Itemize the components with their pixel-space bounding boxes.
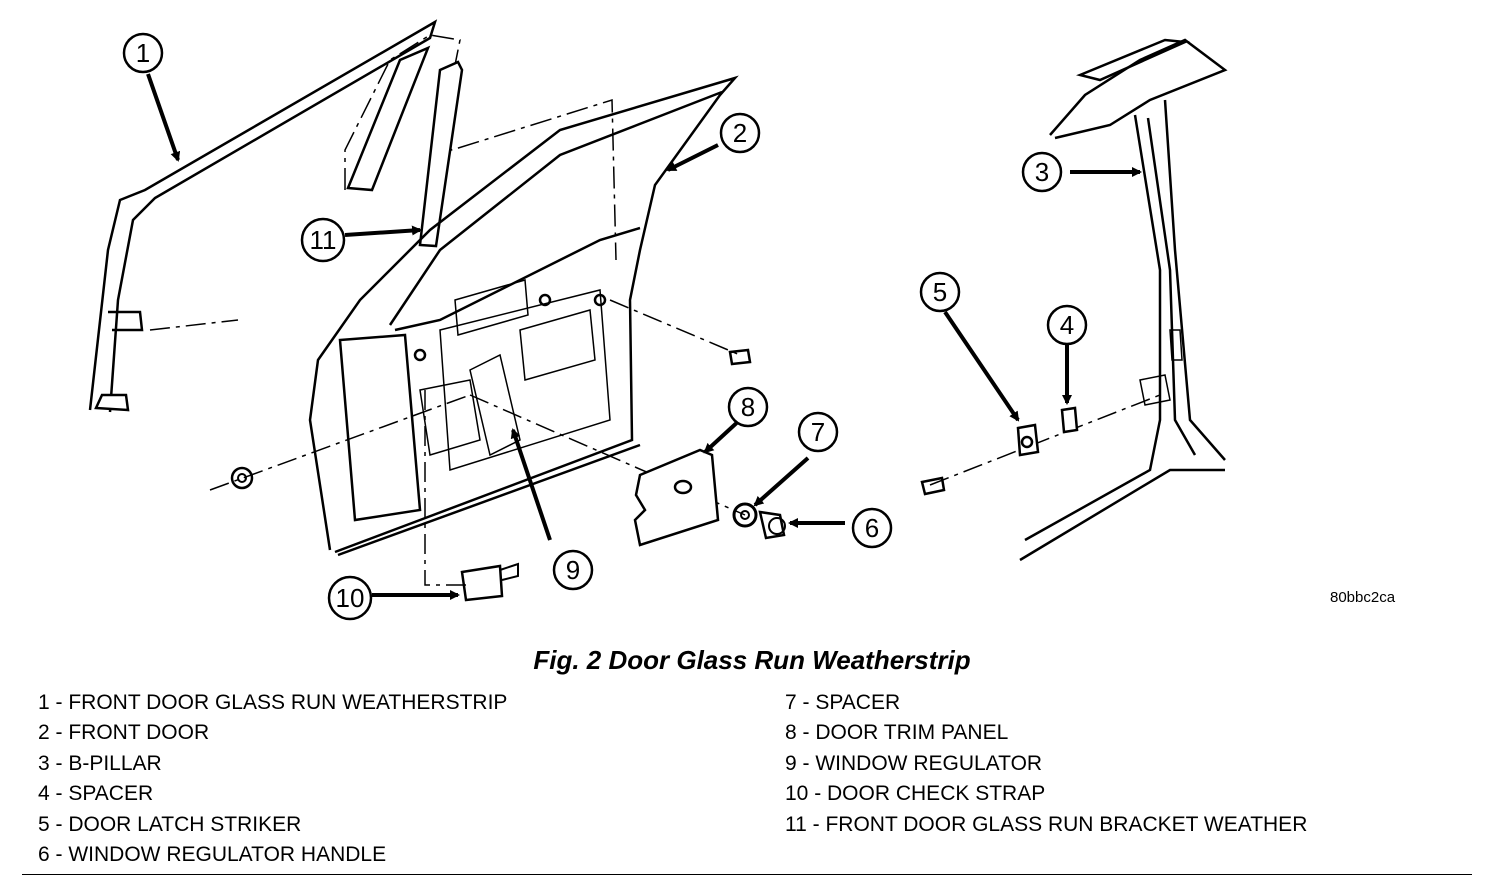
callout-6: 6	[851, 507, 893, 549]
arrow-1	[146, 73, 181, 162]
callout-10: 10	[327, 575, 373, 621]
legend-item: 10 - DOOR CHECK STRAP	[785, 782, 1046, 806]
front-door-drawing	[308, 75, 739, 557]
legend-item: 4 - SPACER	[38, 782, 154, 806]
svg-text:4: 4	[1060, 310, 1074, 340]
callout-1: 1	[122, 32, 164, 74]
striker-hardware-drawing	[920, 394, 1161, 496]
svg-text:9: 9	[566, 555, 580, 585]
bottom-rule	[22, 874, 1472, 875]
legend-right-column: 7 - SPACER 8 - DOOR TRIM PANEL 9 - WINDO…	[785, 688, 1307, 840]
arrow-9	[510, 428, 552, 541]
exploded-door-diagram: 1 2 3 4 5 6 7 8 9 10 11	[88, 19, 1228, 621]
svg-text:2: 2	[733, 118, 747, 148]
legend-item: 6 - WINDOW REGULATOR HANDLE	[38, 842, 387, 866]
callout-arrows	[146, 73, 1142, 600]
arrow-5	[943, 310, 1020, 422]
callout-5: 5	[919, 271, 961, 313]
svg-text:8: 8	[741, 392, 755, 422]
svg-text:3: 3	[1035, 157, 1049, 187]
callout-4: 4	[1046, 304, 1088, 346]
legend-item: 3 - B-PILLAR	[38, 751, 162, 775]
svg-text:10: 10	[336, 583, 365, 613]
door-glass-drawing	[149, 34, 617, 331]
arrow-2	[666, 143, 719, 172]
svg-text:5: 5	[933, 277, 947, 307]
callout-9: 9	[552, 549, 594, 591]
legend-item: 9 - WINDOW REGULATOR	[785, 751, 1043, 775]
svg-text:6: 6	[865, 513, 879, 543]
legend-item: 7 - SPACER	[785, 691, 901, 714]
svg-text:7: 7	[811, 417, 825, 447]
callout-11: 11	[300, 217, 346, 263]
svg-text:1: 1	[136, 38, 150, 68]
door-trim-panel-drawing	[633, 448, 720, 547]
legend-item: 1 - FRONT DOOR GLASS RUN WEATHERSTRIP	[38, 691, 508, 714]
callout-3: 3	[1021, 151, 1063, 193]
door-hardware-drawing	[209, 299, 786, 602]
b-pillar-drawing	[1019, 38, 1228, 562]
legend-item: 11 - FRONT DOOR GLASS RUN BRACKET WEATHE…	[785, 812, 1308, 836]
legend-item: 5 - DOOR LATCH STRIKER	[38, 812, 302, 836]
legend-left-column: 1 - FRONT DOOR GLASS RUN WEATHERSTRIP 2 …	[38, 688, 507, 870]
legend-item: 8 - DOOR TRIM PANEL	[785, 721, 1009, 745]
figure-caption: Fig. 2 Door Glass Run Weatherstrip	[533, 645, 971, 675]
callout-2: 2	[719, 112, 761, 154]
callout-7: 7	[797, 411, 839, 453]
callout-8: 8	[727, 386, 769, 428]
arrow-7	[753, 456, 810, 507]
arrow-11	[344, 225, 422, 237]
glass-run-weatherstrip-drawing	[88, 19, 438, 413]
legend-item: 2 - FRONT DOOR	[38, 721, 210, 745]
svg-text:11: 11	[310, 225, 337, 255]
arrow-8	[703, 416, 744, 454]
image-code: 80bbc2ca	[1330, 589, 1396, 606]
